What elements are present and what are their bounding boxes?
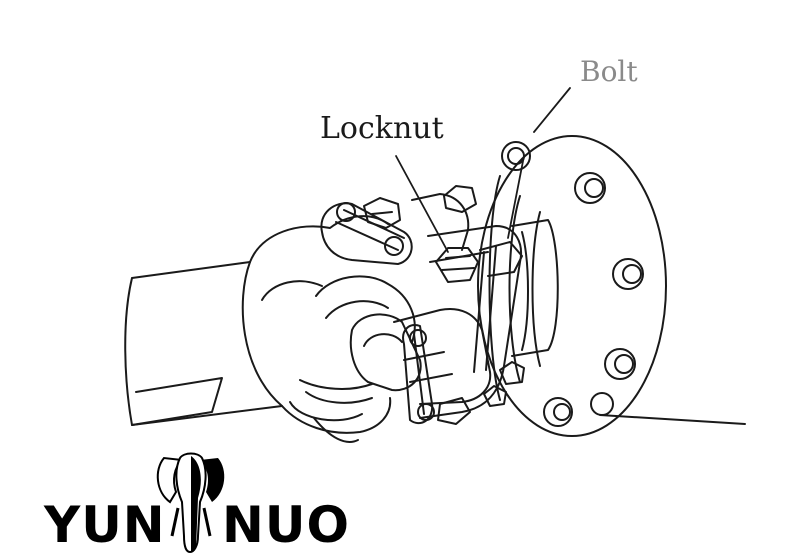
locknut-part [435,241,523,283]
lower-clamp [402,324,471,425]
locknut-label: Locknut [320,111,444,146]
universal-joint [315,275,492,405]
brand-text-left: YUN [44,496,166,554]
flange-bolts [501,141,644,427]
shaft-tube [124,261,283,426]
brand-text-right: NUO [222,496,350,554]
bolt-leader-line [507,87,571,239]
yoke-boss [320,197,413,265]
elephant-icon [156,452,225,554]
locknut-leader-line [395,155,449,253]
flange-side-bolts [443,185,525,407]
shaft-yoke [249,215,392,443]
bolt-label: Bolt [580,55,638,88]
flange-hub [511,219,559,357]
companion-flange [477,135,667,437]
axle-housing [599,414,746,425]
